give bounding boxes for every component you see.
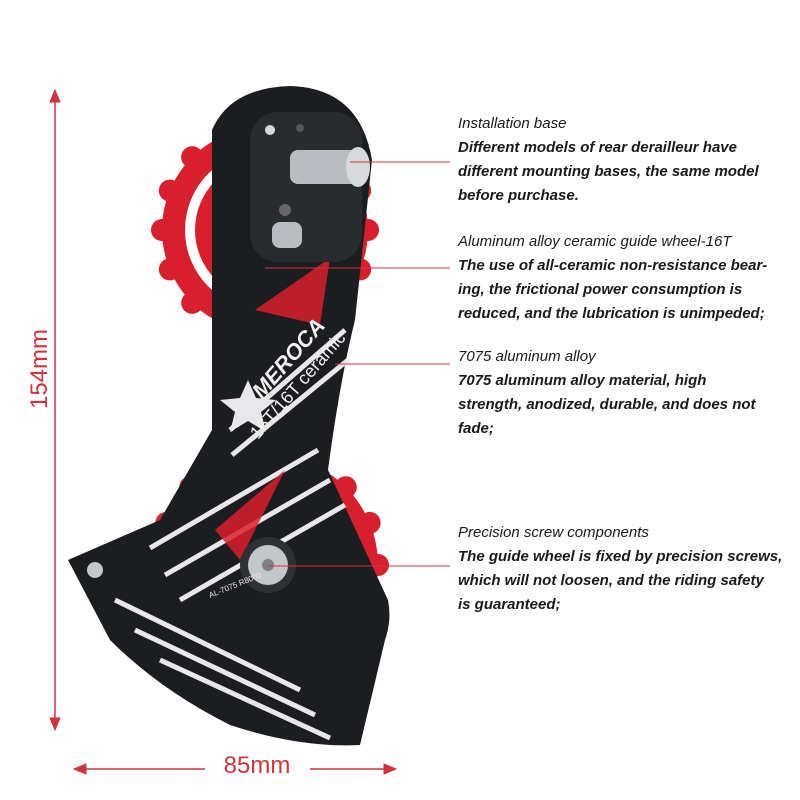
pulley-tooth [181, 146, 204, 169]
callout-line: The guide wheel is fixed by precision sc… [458, 548, 783, 565]
brand-logo-icon [220, 380, 276, 432]
pulley-tooth [151, 219, 173, 241]
callout-title: Installation base [458, 115, 567, 132]
callout-line: is guaranteed; [458, 596, 561, 613]
callout-line: reduced, and the lubrication is unimpede… [458, 305, 765, 322]
height-dimension [49, 88, 61, 732]
pulley-tooth [158, 258, 181, 281]
callout-line: The use of all-ceramic non-resistance be… [458, 257, 768, 274]
callout-installation-base: Installation base Different models of re… [458, 112, 788, 208]
height-label: 154mm [26, 328, 53, 410]
callout-line: which will not loosen, and the riding sa… [458, 572, 764, 589]
callout-line: fade; [458, 420, 494, 437]
pulley-tooth [181, 291, 204, 314]
pulley-tooth [158, 179, 181, 202]
cage-plate [68, 86, 390, 746]
callout-line: before purchase. [458, 187, 579, 204]
callout-title: Precision screw components [458, 524, 649, 541]
callout-line: 7075 aluminum alloy material, high [458, 372, 707, 389]
callout-precision-screw: Precision screw components The guide whe… [458, 521, 788, 617]
callout-line: Different models of rear derailleur have [458, 139, 737, 156]
callout-line: different mounting bases, the same model [458, 163, 759, 180]
callout-guide-wheel: Aluminum alloy ceramic guide wheel-16T T… [458, 230, 788, 326]
callout-aluminum-alloy: 7075 aluminum alloy 7075 aluminum alloy … [458, 345, 788, 441]
callout-leader-lines [265, 161, 450, 567]
callout-line: ing, the frictional power consumption is [458, 281, 743, 298]
width-dimension [72, 763, 398, 775]
callout-title: 7075 aluminum alloy [458, 348, 596, 365]
width-label: 85mm [223, 752, 291, 779]
pulley-tooth [334, 476, 357, 499]
pulley-tooth [358, 511, 381, 534]
callout-line: strength, anodized, durable, and does no… [458, 396, 756, 413]
callout-title: Aluminum alloy ceramic guide wheel-16T [458, 233, 732, 250]
